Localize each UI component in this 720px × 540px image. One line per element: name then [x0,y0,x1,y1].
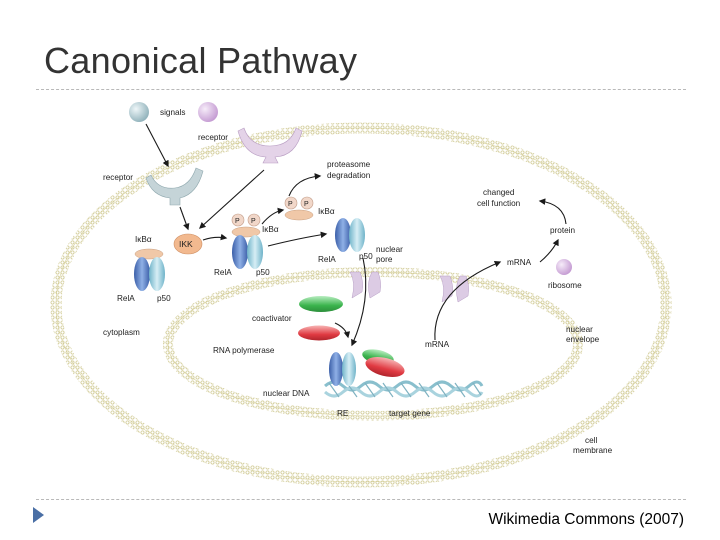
coactivator-protein [299,296,343,312]
title-divider [36,89,686,90]
ribosome-icon [556,259,572,275]
arrow-signal-to-receptor [145,123,169,168]
label-ikb-upper: IκBα [318,207,335,216]
label-receptor-top: receptor [198,133,228,142]
phosphate-icon [284,196,298,210]
rna-polymerase-protein [298,325,340,341]
label-p-upper-1: P [288,201,293,208]
ikb-protein-upper [284,209,314,221]
label-degradation: degradation [327,171,371,180]
p50-protein-mid [247,235,263,269]
label-nuclear-dna: nuclear DNA [263,389,310,398]
label-protein: protein [550,226,575,235]
label-cytoplasm: cytoplasm [103,328,140,337]
label-p50-mid: p50 [256,268,270,277]
bullet-arrow-icon [33,507,44,523]
arrow-ikk-to-complex [202,233,228,241]
label-coactivator: coactivator [252,314,292,323]
label-receptor-left: receptor [103,173,133,182]
signal-molecule-grey-icon [129,102,149,122]
label-ikb-mid: IκBα [262,225,279,234]
footer-divider [36,499,686,500]
arrow-receptor-left-to-ikk [179,206,190,231]
label-cell-membrane-1: cell [585,436,597,445]
p50-protein-left [149,257,165,291]
ikb-protein-mid [231,226,261,238]
p50-protein-dna [342,352,356,386]
p50-protein-nuclear [349,218,365,252]
label-p-upper-2: P [304,201,309,208]
arrow-into-nucleus [351,257,367,347]
label-proteasome: proteasome [327,160,371,169]
label-nuclear-pore-2: pore [376,255,393,264]
cell-membrane [50,122,672,488]
label-nuclear-envelope-1: nuclear [566,325,593,334]
label-ikb-left: IκBα [135,235,152,244]
rela-protein-mid [232,235,248,269]
label-rela-mid: RelA [214,268,232,277]
receptor-top-icon [237,127,303,164]
label-ikk: IKK [179,239,193,249]
arrow-mrna-export [434,260,502,341]
label-rela-left: RelA [117,294,135,303]
label-rela-nuclear: RelA [318,255,336,264]
arrow-ikb-release [261,207,285,225]
phosphate-icon [231,213,245,227]
label-p-mid-1: P [235,218,240,225]
nuclear-pore-icon [439,275,469,303]
signal-molecule-purple-icon [198,102,218,122]
rela-protein-dna [329,352,343,386]
rela-protein-nuclear [335,218,351,252]
label-nuclear-pore-1: nuclear [376,245,403,254]
label-mrna-nuclear: mRNA [425,340,450,349]
label-cell-function: cell function [477,199,521,208]
label-p-mid-2: P [251,218,256,225]
label-mrna-right: mRNA [507,258,532,267]
label-target-gene: target gene [389,409,431,418]
rna-polymerase-on-dna [365,357,405,377]
slide-title: Canonical Pathway [44,40,358,81]
label-re: RE [337,409,349,418]
arrow-protein-to-function [538,198,567,225]
receptor-left-icon [145,167,204,206]
label-rna-polymerase: RNA polymerase [213,346,275,355]
arrow-to-proteasome [288,173,322,197]
nuclear-pore-icon [349,271,381,299]
image-credit: Wikimedia Commons (2007) [488,511,684,528]
arrow-receptor-top-to-ikk [199,169,265,229]
phosphate-icon [300,196,314,210]
arrow-mrna-to-protein [539,238,559,263]
label-cell-membrane-2: membrane [573,446,613,455]
label-p50-left: p50 [157,294,171,303]
phosphate-icon [247,213,261,227]
dna-helix-icon [324,380,484,398]
ikb-protein-left [134,248,164,260]
label-ribosome: ribosome [548,281,582,290]
label-signals: signals [160,108,186,117]
arrow-coactivator-to-gene [334,322,351,339]
arrow-complex-to-nucleus-entry [267,231,328,247]
label-nuclear-envelope-2: envelope [566,335,600,344]
rela-protein-left [134,257,150,291]
ikk-complex-icon [173,233,203,255]
label-p50-nuclear: p50 [359,252,373,261]
label-changed: changed [483,188,515,197]
